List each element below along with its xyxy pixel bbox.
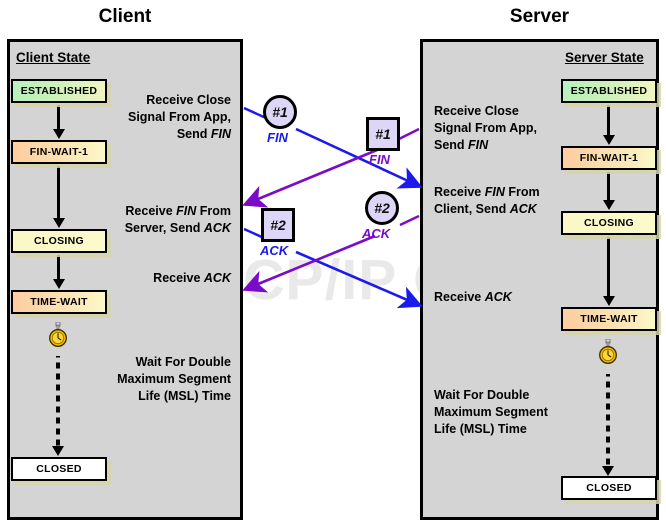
server-arrow-timewait-to-closed [602,374,614,476]
server-state-closing: CLOSING [561,211,657,235]
client-state-time-wait: TIME-WAIT [11,290,107,314]
wire-server-fin-to-client [242,148,378,208]
marker-server-fin[interactable]: #1 [366,117,400,151]
client-state-established: ESTABLISHED [11,79,107,103]
server-arrow-established-to-finwait1 [602,105,615,145]
server-note-receive-ack: Receive ACK [434,290,512,304]
server-arrow-finwait1-to-closing [602,172,615,210]
marker-client-ack[interactable]: #2 [261,208,295,242]
client-state-closed: CLOSED [11,457,107,481]
server-state-heading: Server State [565,50,644,65]
client-arrow-finwait1-to-closing [52,166,65,228]
client-state-heading: Client State [16,50,91,65]
client-arrow-established-to-finwait1 [52,105,65,139]
client-state-closing: CLOSING [11,229,107,253]
client-stopwatch-icon [49,322,67,347]
server-column-title: Server [509,6,570,27]
marker-label-server-ack: ACK [362,226,391,241]
client-arrow-closing-to-timewait [52,255,65,289]
server-arrow-closing-to-timewait [602,237,615,306]
marker-label-server-fin: FIN [369,152,390,167]
server-state-established: ESTABLISHED [561,79,657,103]
wire-server-ack-stub [399,214,420,227]
client-arrow-timewait-to-closed [52,356,64,456]
wire-server-fin-stub [398,127,420,141]
client-state-fin-wait-1: FIN-WAIT-1 [11,140,107,164]
server-state-fin-wait-1: FIN-WAIT-1 [561,146,657,170]
server-state-closed: CLOSED [561,476,657,500]
server-stopwatch-icon [599,339,617,364]
server-state-time-wait: TIME-WAIT [561,307,657,331]
client-panel [7,39,243,520]
marker-server-ack[interactable]: #2 [365,191,399,225]
wire-client-ack-stub [243,227,265,240]
marker-label-client-fin: FIN [267,130,288,145]
marker-label-client-ack: ACK [260,243,289,258]
server-panel [420,39,659,520]
marker-client-fin[interactable]: #1 [263,95,297,129]
client-note-receive-ack: Receive ACK [153,271,231,285]
client-column-title: Client [98,6,152,27]
wire-server-ack-to-client [242,234,376,293]
wire-client-fin-stub [243,106,267,120]
